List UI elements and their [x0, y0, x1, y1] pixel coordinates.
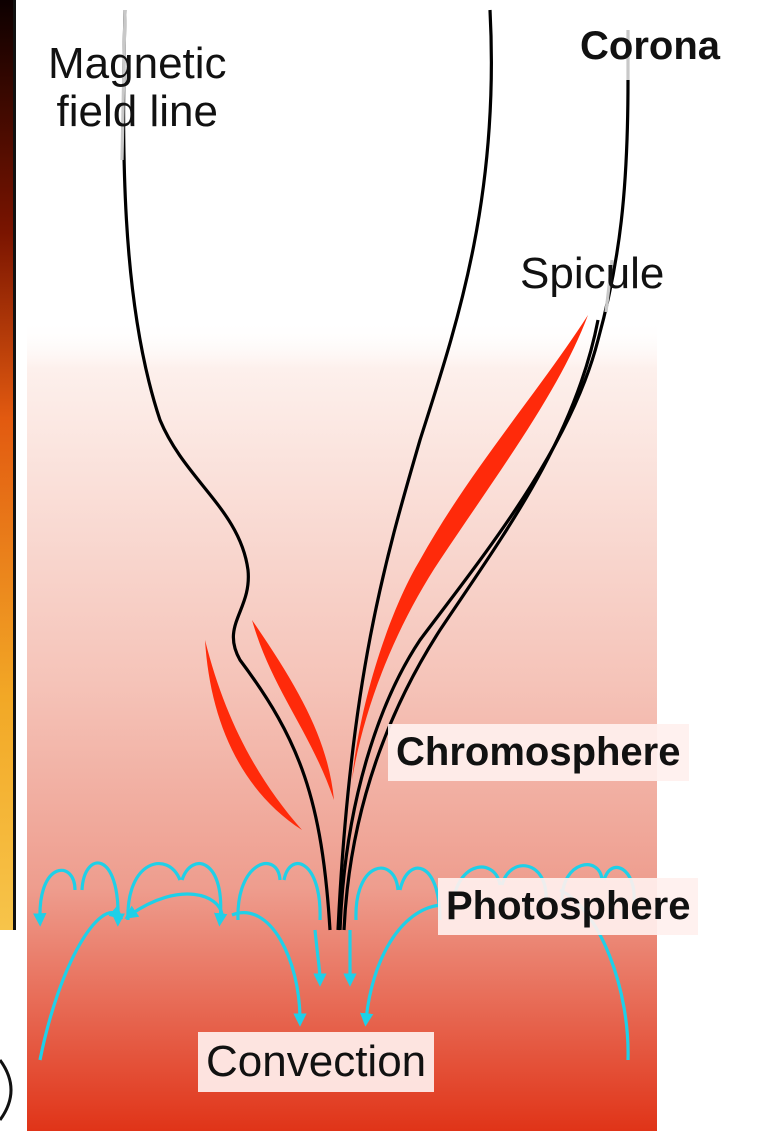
convection-label: Convection	[198, 1032, 434, 1092]
left-strip-border	[13, 0, 16, 930]
left-image-strip	[0, 0, 13, 930]
magnetic-field-line-label: Magnetic field line	[48, 40, 227, 137]
photosphere-label: Photosphere	[438, 878, 698, 935]
panel-edge-arc	[0, 1060, 11, 1120]
spicule-label: Spicule	[520, 250, 664, 298]
chromosphere-label: Chromosphere	[388, 724, 689, 781]
corona-label: Corona	[580, 24, 720, 69]
